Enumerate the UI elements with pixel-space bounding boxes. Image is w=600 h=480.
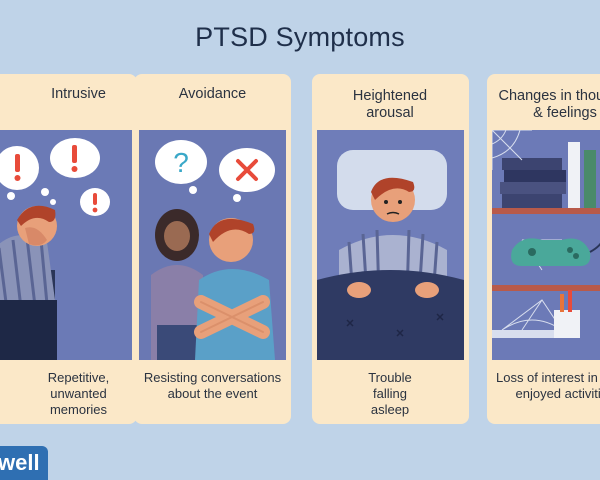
card-description: Loss of interest in once-enjoyed activit… (495, 370, 600, 401)
card-heightened-arousal: Heightened arousal Trouble falling aslee… (312, 74, 469, 424)
avoidance-illustration: ? (139, 130, 286, 360)
svg-text:?: ? (173, 147, 189, 178)
changes-illustration (492, 130, 600, 360)
card-label: Avoidance (178, 86, 247, 102)
card-intrusive: Intrusive Repetitive, unwanted memories (0, 74, 137, 424)
intrusive-illustration (0, 130, 132, 360)
card-changes-thoughts-feelings: Changes in thoughts & feelings Loss of i… (487, 74, 600, 424)
card-description: Repetitive, unwanted memories (47, 370, 110, 417)
card-label: Intrusive (51, 86, 106, 102)
card-label: Changes in thoughts & feelings (498, 88, 600, 121)
brand-logo: well (0, 446, 48, 480)
arousal-illustration (317, 130, 464, 360)
page-title: PTSD Symptoms (195, 22, 405, 52)
card-avoidance: Avoidance ? Resisting conversations abou… (134, 74, 291, 424)
card-description: Resisting conversations about the event (143, 370, 282, 401)
card-description: Trouble falling asleep (368, 370, 412, 417)
card-label: Heightened arousal (352, 88, 428, 121)
